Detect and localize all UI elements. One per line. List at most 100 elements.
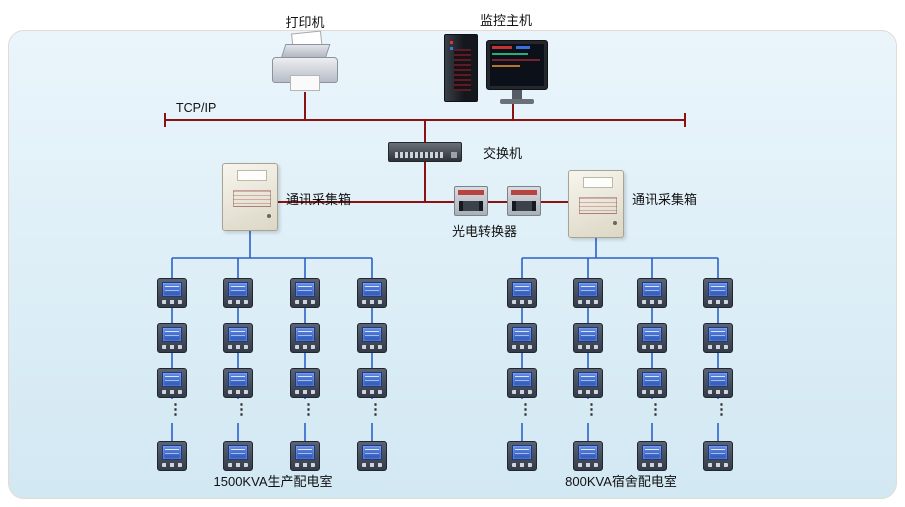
meter-buttons <box>578 390 598 394</box>
meter-display <box>512 282 532 297</box>
power-meter <box>223 368 253 398</box>
meter-buttons <box>578 300 598 304</box>
meter-display <box>512 445 532 460</box>
power-meter <box>573 323 603 353</box>
meter-display <box>295 282 315 297</box>
power-meter <box>703 441 733 471</box>
power-meter <box>703 278 733 308</box>
left-room-label: 1500KVA生产配电室 <box>213 474 333 489</box>
power-meter <box>507 368 537 398</box>
meter-buttons <box>642 390 662 394</box>
left-collector-cabinet <box>222 163 278 231</box>
converter-label: 光电转换器 <box>452 224 518 239</box>
meter-buttons <box>162 463 182 467</box>
meter-buttons <box>578 345 598 349</box>
power-meter <box>357 368 387 398</box>
meter-buttons <box>162 300 182 304</box>
meter-display <box>162 327 182 342</box>
meter-buttons <box>708 345 728 349</box>
power-meter <box>507 441 537 471</box>
meter-buttons <box>228 345 248 349</box>
power-meter <box>703 368 733 398</box>
meter-display <box>578 445 598 460</box>
power-meter <box>507 323 537 353</box>
meter-buttons <box>295 463 315 467</box>
meter-display <box>512 372 532 387</box>
power-meter <box>157 278 187 308</box>
meter-buttons <box>512 345 532 349</box>
right-room-label: 800KVA宿舍配电室 <box>565 474 677 489</box>
host-monitor-screen <box>490 44 544 86</box>
meter-display <box>162 445 182 460</box>
power-meter <box>637 278 667 308</box>
power-meter <box>573 441 603 471</box>
network-switch-device <box>388 142 462 162</box>
meter-buttons <box>162 390 182 394</box>
power-meter <box>290 368 320 398</box>
more-meters-ellipsis: ⋮ <box>168 401 183 418</box>
more-meters-ellipsis: ⋮ <box>234 401 249 418</box>
meter-buttons <box>362 390 382 394</box>
meter-buttons <box>512 300 532 304</box>
meter-display <box>228 282 248 297</box>
power-meter <box>703 323 733 353</box>
tower-front-panel <box>454 49 471 91</box>
host-tower <box>444 34 478 102</box>
meter-buttons <box>642 463 662 467</box>
meter-buttons <box>578 463 598 467</box>
power-meter <box>507 278 537 308</box>
meter-display <box>642 327 662 342</box>
meter-display <box>578 282 598 297</box>
meter-buttons <box>708 390 728 394</box>
power-meter <box>637 441 667 471</box>
meter-buttons <box>362 463 382 467</box>
meter-buttons <box>162 345 182 349</box>
meter-display <box>362 327 382 342</box>
power-meter <box>357 278 387 308</box>
power-meter <box>290 323 320 353</box>
meter-buttons <box>228 463 248 467</box>
meter-display <box>708 372 728 387</box>
optical-converter-1 <box>454 186 488 216</box>
meter-display <box>228 372 248 387</box>
switch-label: 交换机 <box>483 146 523 161</box>
more-meters-ellipsis: ⋮ <box>648 401 663 418</box>
printer-device <box>268 30 342 94</box>
meter-display <box>162 372 182 387</box>
meter-display <box>228 445 248 460</box>
meter-display <box>642 372 662 387</box>
printer-output-paper <box>290 75 320 91</box>
power-meter <box>157 441 187 471</box>
meter-buttons <box>642 300 662 304</box>
cabinet-lock <box>267 214 271 218</box>
meter-display <box>708 445 728 460</box>
meter-display <box>578 372 598 387</box>
meter-buttons <box>362 345 382 349</box>
more-meters-ellipsis: ⋮ <box>518 401 533 418</box>
more-meters-ellipsis: ⋮ <box>714 401 729 418</box>
diagram-background-panel <box>8 30 897 499</box>
power-meter <box>223 323 253 353</box>
host-monitor <box>486 40 548 90</box>
meter-display <box>362 372 382 387</box>
monitor-base <box>500 99 534 104</box>
meter-display <box>295 327 315 342</box>
meter-display <box>642 282 662 297</box>
meter-buttons <box>295 300 315 304</box>
meter-display <box>362 282 382 297</box>
meter-buttons <box>295 390 315 394</box>
power-meter <box>290 441 320 471</box>
meter-display <box>295 445 315 460</box>
more-meters-ellipsis: ⋮ <box>368 401 383 418</box>
power-meter <box>157 368 187 398</box>
meter-display <box>578 327 598 342</box>
more-meters-ellipsis: ⋮ <box>584 401 599 418</box>
host-label: 监控主机 <box>479 13 532 28</box>
tower-led <box>450 41 453 44</box>
meter-buttons <box>362 300 382 304</box>
power-meter <box>637 323 667 353</box>
left-collector-label: 通讯采集箱 <box>286 192 352 207</box>
monitor-stand <box>512 90 522 99</box>
meter-display <box>162 282 182 297</box>
